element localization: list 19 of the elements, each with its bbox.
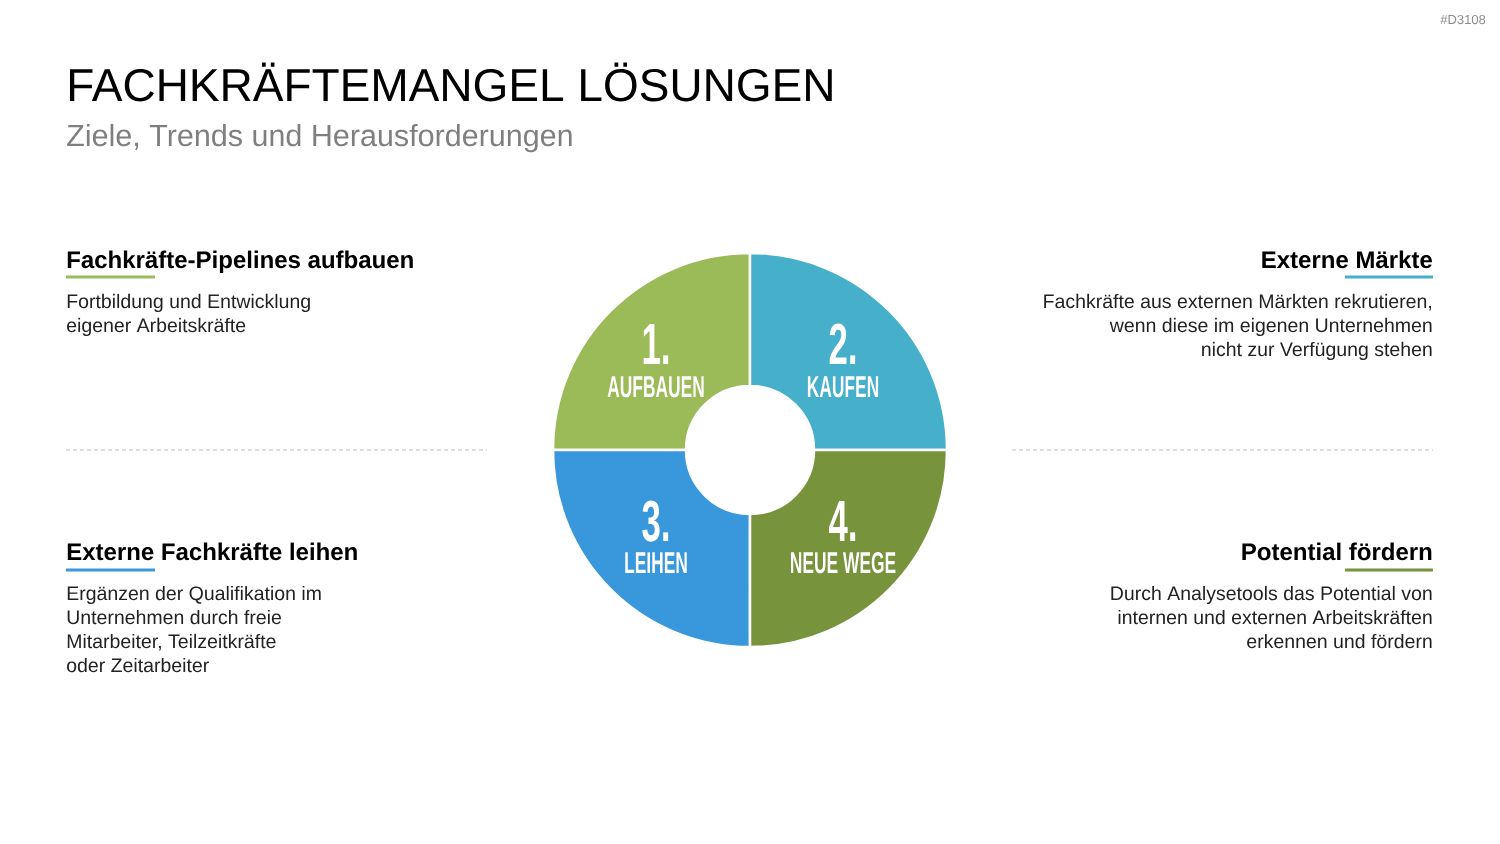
section-heading: Fachkräfte-Pipelines aufbauen xyxy=(67,250,413,273)
segment-label: LEIHEN xyxy=(625,552,687,573)
step-number: 1. xyxy=(643,324,669,364)
section-heading: Potential fördern xyxy=(1242,542,1432,561)
segment-label: NEUE WEGE xyxy=(791,552,896,574)
body-text: Fortbildung und Entwicklung eigener Arbeitskräfte xyxy=(67,293,310,337)
segment-label: KAUFEN xyxy=(807,376,879,398)
step-number: 4. xyxy=(829,501,856,541)
body-text: Fachkräfte aus externen Märkten rekrutieren, wenn diese im eigenen Unternehmen nicht zur Verfügung stehen xyxy=(1044,293,1432,361)
section-heading: Externe Fachkräfte leihen xyxy=(67,542,357,561)
body-text: Ergänzen der Qualifikation im Unternehmen durch freie Mitarbeiter, Teilzeitkräfte oder Zeitarbeiter xyxy=(67,585,321,673)
step-number: 2. xyxy=(829,323,856,364)
step-number: 3. xyxy=(642,500,669,542)
template-code: #D3108 xyxy=(1440,14,1486,25)
section-heading: Externe Märkte xyxy=(1262,250,1432,269)
title: FACHKRÄFTEMANGEL LÖSUNGEN xyxy=(70,62,832,102)
body-text: Durch Analysetools das Potential von internen und externen Arbeitskräften erkennen und fördern xyxy=(1111,585,1432,649)
segment-label: AUFBAUEN xyxy=(607,376,704,398)
subtitle: Ziele, Trends und Herausforderungen xyxy=(67,123,572,153)
